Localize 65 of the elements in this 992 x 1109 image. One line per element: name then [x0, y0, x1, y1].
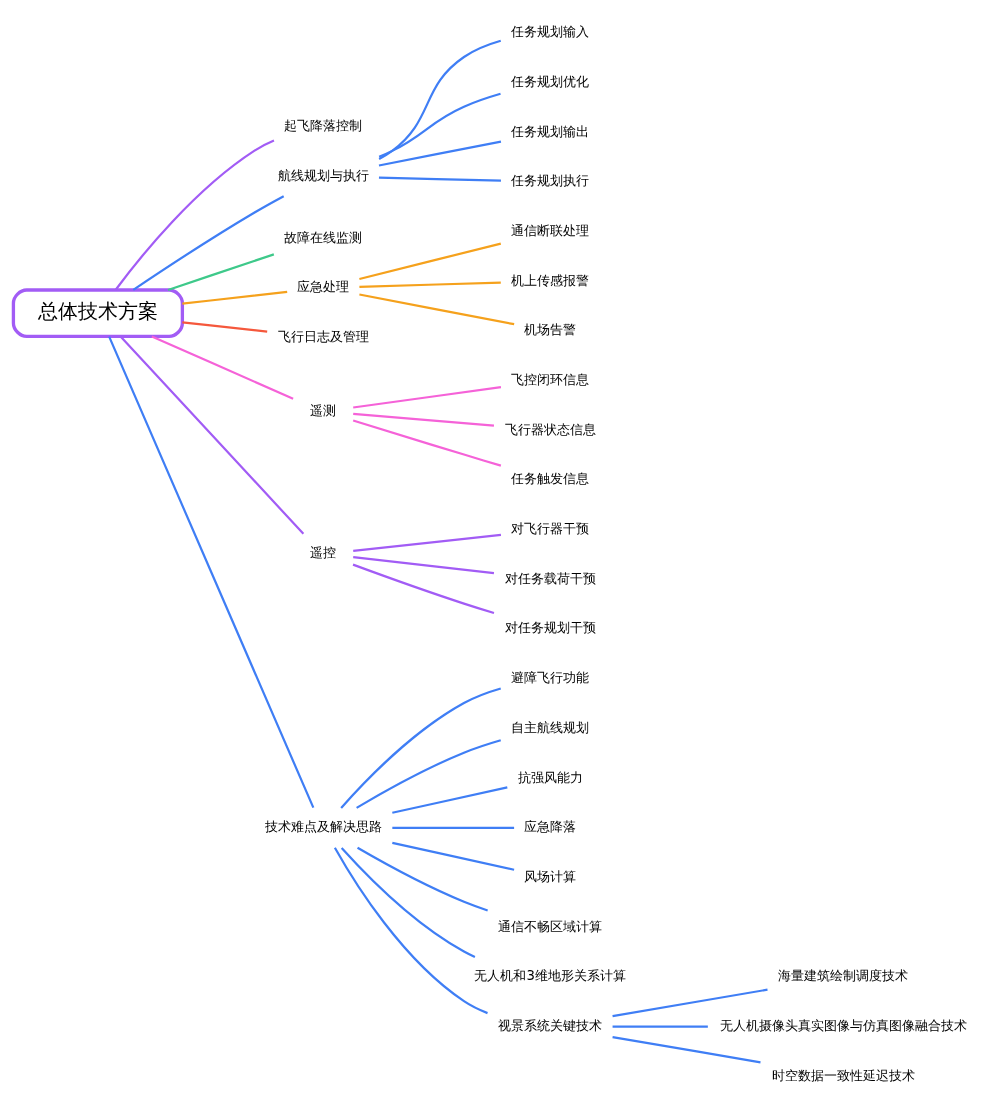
node-text: 通信不畅区域计算 [498, 918, 603, 934]
connector [392, 841, 515, 871]
node-text: 飞行器状态信息 [504, 421, 596, 437]
node-text: 应急降落 [524, 819, 577, 835]
connector [352, 563, 495, 615]
node-box: 总体技术方案 [11, 288, 185, 339]
node-text: 飞控闭环信息 [511, 371, 590, 387]
connector [356, 739, 502, 809]
connector [114, 139, 275, 291]
node-text: 风场计算 [524, 868, 577, 884]
connector [392, 786, 508, 814]
node-text: 时空数据一致性延迟技术 [771, 1067, 915, 1083]
connector [392, 826, 515, 829]
connector [340, 687, 502, 809]
node-text: 航线规划与执行 [277, 167, 369, 183]
connector [353, 386, 502, 409]
node-text: 对飞行器干预 [511, 521, 590, 537]
node-text: 自主航线规划 [511, 719, 590, 735]
connector [182, 290, 288, 305]
connector [357, 846, 488, 912]
node-text: 抗强风能力 [517, 769, 583, 785]
node-text: 任务触发信息 [511, 471, 590, 487]
node-text: 任务规划输出 [511, 123, 590, 139]
node-text: 技术难点及解决思路 [264, 819, 382, 835]
node-text: 无人机摄像头真实图像与仿真图像融合技术 [719, 1018, 967, 1034]
node-text: 起飞降落控制 [284, 118, 363, 133]
node-text: 飞行日志及管理 [277, 328, 369, 344]
node-text: 故障在线监测 [284, 229, 363, 245]
node-text: 机场告警 [524, 322, 577, 338]
node-text: 遥测 [310, 402, 337, 418]
connector [378, 39, 502, 160]
node-text: 任务规划输入 [511, 24, 590, 40]
node-text: 海量建筑绘制调度技术 [778, 968, 909, 984]
connector [378, 176, 501, 182]
node-text: 对任务规划干预 [504, 620, 596, 636]
node-text: 通信断联处理 [511, 222, 590, 238]
connector [151, 335, 294, 400]
node-text: 无人机和3维地形关系计算 [474, 968, 626, 984]
node-text: 机上传感报警 [511, 272, 590, 288]
connector [132, 195, 285, 291]
connector [359, 242, 502, 281]
node-text: 避障飞行功能 [511, 670, 590, 686]
connector [378, 92, 501, 158]
connector [340, 847, 476, 958]
node-text: 遥控 [310, 545, 337, 561]
connector [378, 140, 502, 167]
connector [353, 556, 495, 575]
connector [359, 293, 515, 326]
connector [182, 321, 268, 333]
connector [612, 1036, 761, 1064]
node-text: 应急处理 [297, 279, 350, 295]
connector [120, 335, 305, 535]
connector [353, 533, 502, 552]
node-text: 任务规划执行 [511, 173, 590, 189]
connector [612, 1025, 708, 1028]
connector [359, 281, 501, 288]
connector [612, 988, 768, 1018]
node-text: 视景系统关键技术 [498, 1018, 603, 1034]
node-text: 任务规划优化 [511, 73, 590, 89]
node-text: 对任务载荷干预 [504, 570, 596, 586]
connector [167, 253, 275, 291]
connector [333, 847, 488, 1015]
connector [352, 419, 502, 467]
connector [108, 336, 315, 809]
connector [353, 412, 495, 427]
